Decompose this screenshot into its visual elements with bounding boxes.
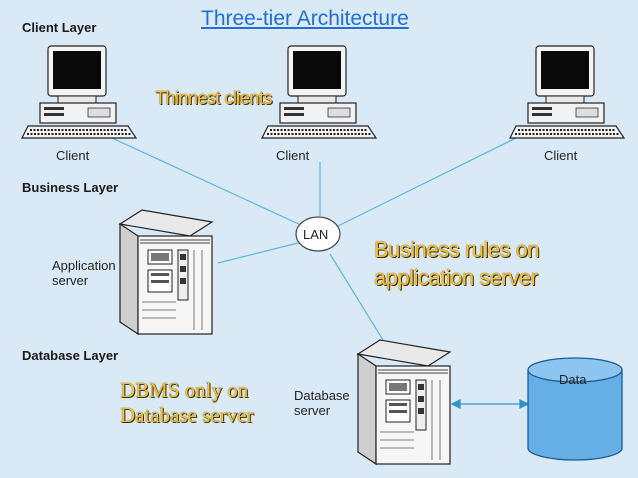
link-app-server bbox=[217, 241, 303, 264]
link-db-server bbox=[329, 253, 384, 341]
database-server-label: Database server bbox=[294, 388, 350, 418]
client-computer-right-icon bbox=[509, 45, 625, 139]
dbms-annotation: DBMS only on Database server bbox=[120, 378, 254, 428]
link-client-right bbox=[337, 135, 521, 227]
database-server-label-line1: Database bbox=[294, 388, 350, 403]
db-to-data-link bbox=[450, 398, 530, 410]
client-label-middle: Client bbox=[276, 148, 310, 163]
client-computer-left-icon bbox=[21, 45, 137, 139]
database-server-label-line2: server bbox=[294, 403, 331, 418]
link-client-left bbox=[111, 137, 304, 227]
network-links bbox=[111, 135, 521, 341]
database-server-icon bbox=[357, 339, 451, 465]
client-layer-label: Client Layer bbox=[22, 20, 97, 35]
page-title: Three-tier Architecture bbox=[201, 7, 409, 30]
application-server-label-line1: Application bbox=[52, 258, 116, 273]
database-layer-label: Database Layer bbox=[22, 348, 119, 363]
data-store-label: Data bbox=[559, 372, 587, 387]
client-label-right: Client bbox=[544, 148, 578, 163]
thin-clients-annotation: Thinnest clients bbox=[155, 88, 273, 108]
client-label-left: Client bbox=[56, 148, 90, 163]
business-rules-annotation: Business rules on application server bbox=[374, 236, 540, 292]
dbms-line2: Database server bbox=[120, 403, 254, 427]
application-server-label: Application server bbox=[52, 258, 116, 288]
application-server-icon bbox=[119, 209, 213, 335]
lan-hub-icon bbox=[295, 216, 341, 252]
dbms-line1: DBMS only on bbox=[120, 378, 249, 402]
application-server-label-line2: server bbox=[52, 273, 89, 288]
data-store-icon bbox=[527, 357, 623, 461]
lan-label: LAN bbox=[303, 227, 329, 242]
business-rules-line1: Business rules on bbox=[374, 237, 540, 262]
client-computer-middle-icon bbox=[261, 45, 377, 139]
business-rules-line2: application server bbox=[374, 265, 538, 290]
business-layer-label: Business Layer bbox=[22, 180, 119, 195]
